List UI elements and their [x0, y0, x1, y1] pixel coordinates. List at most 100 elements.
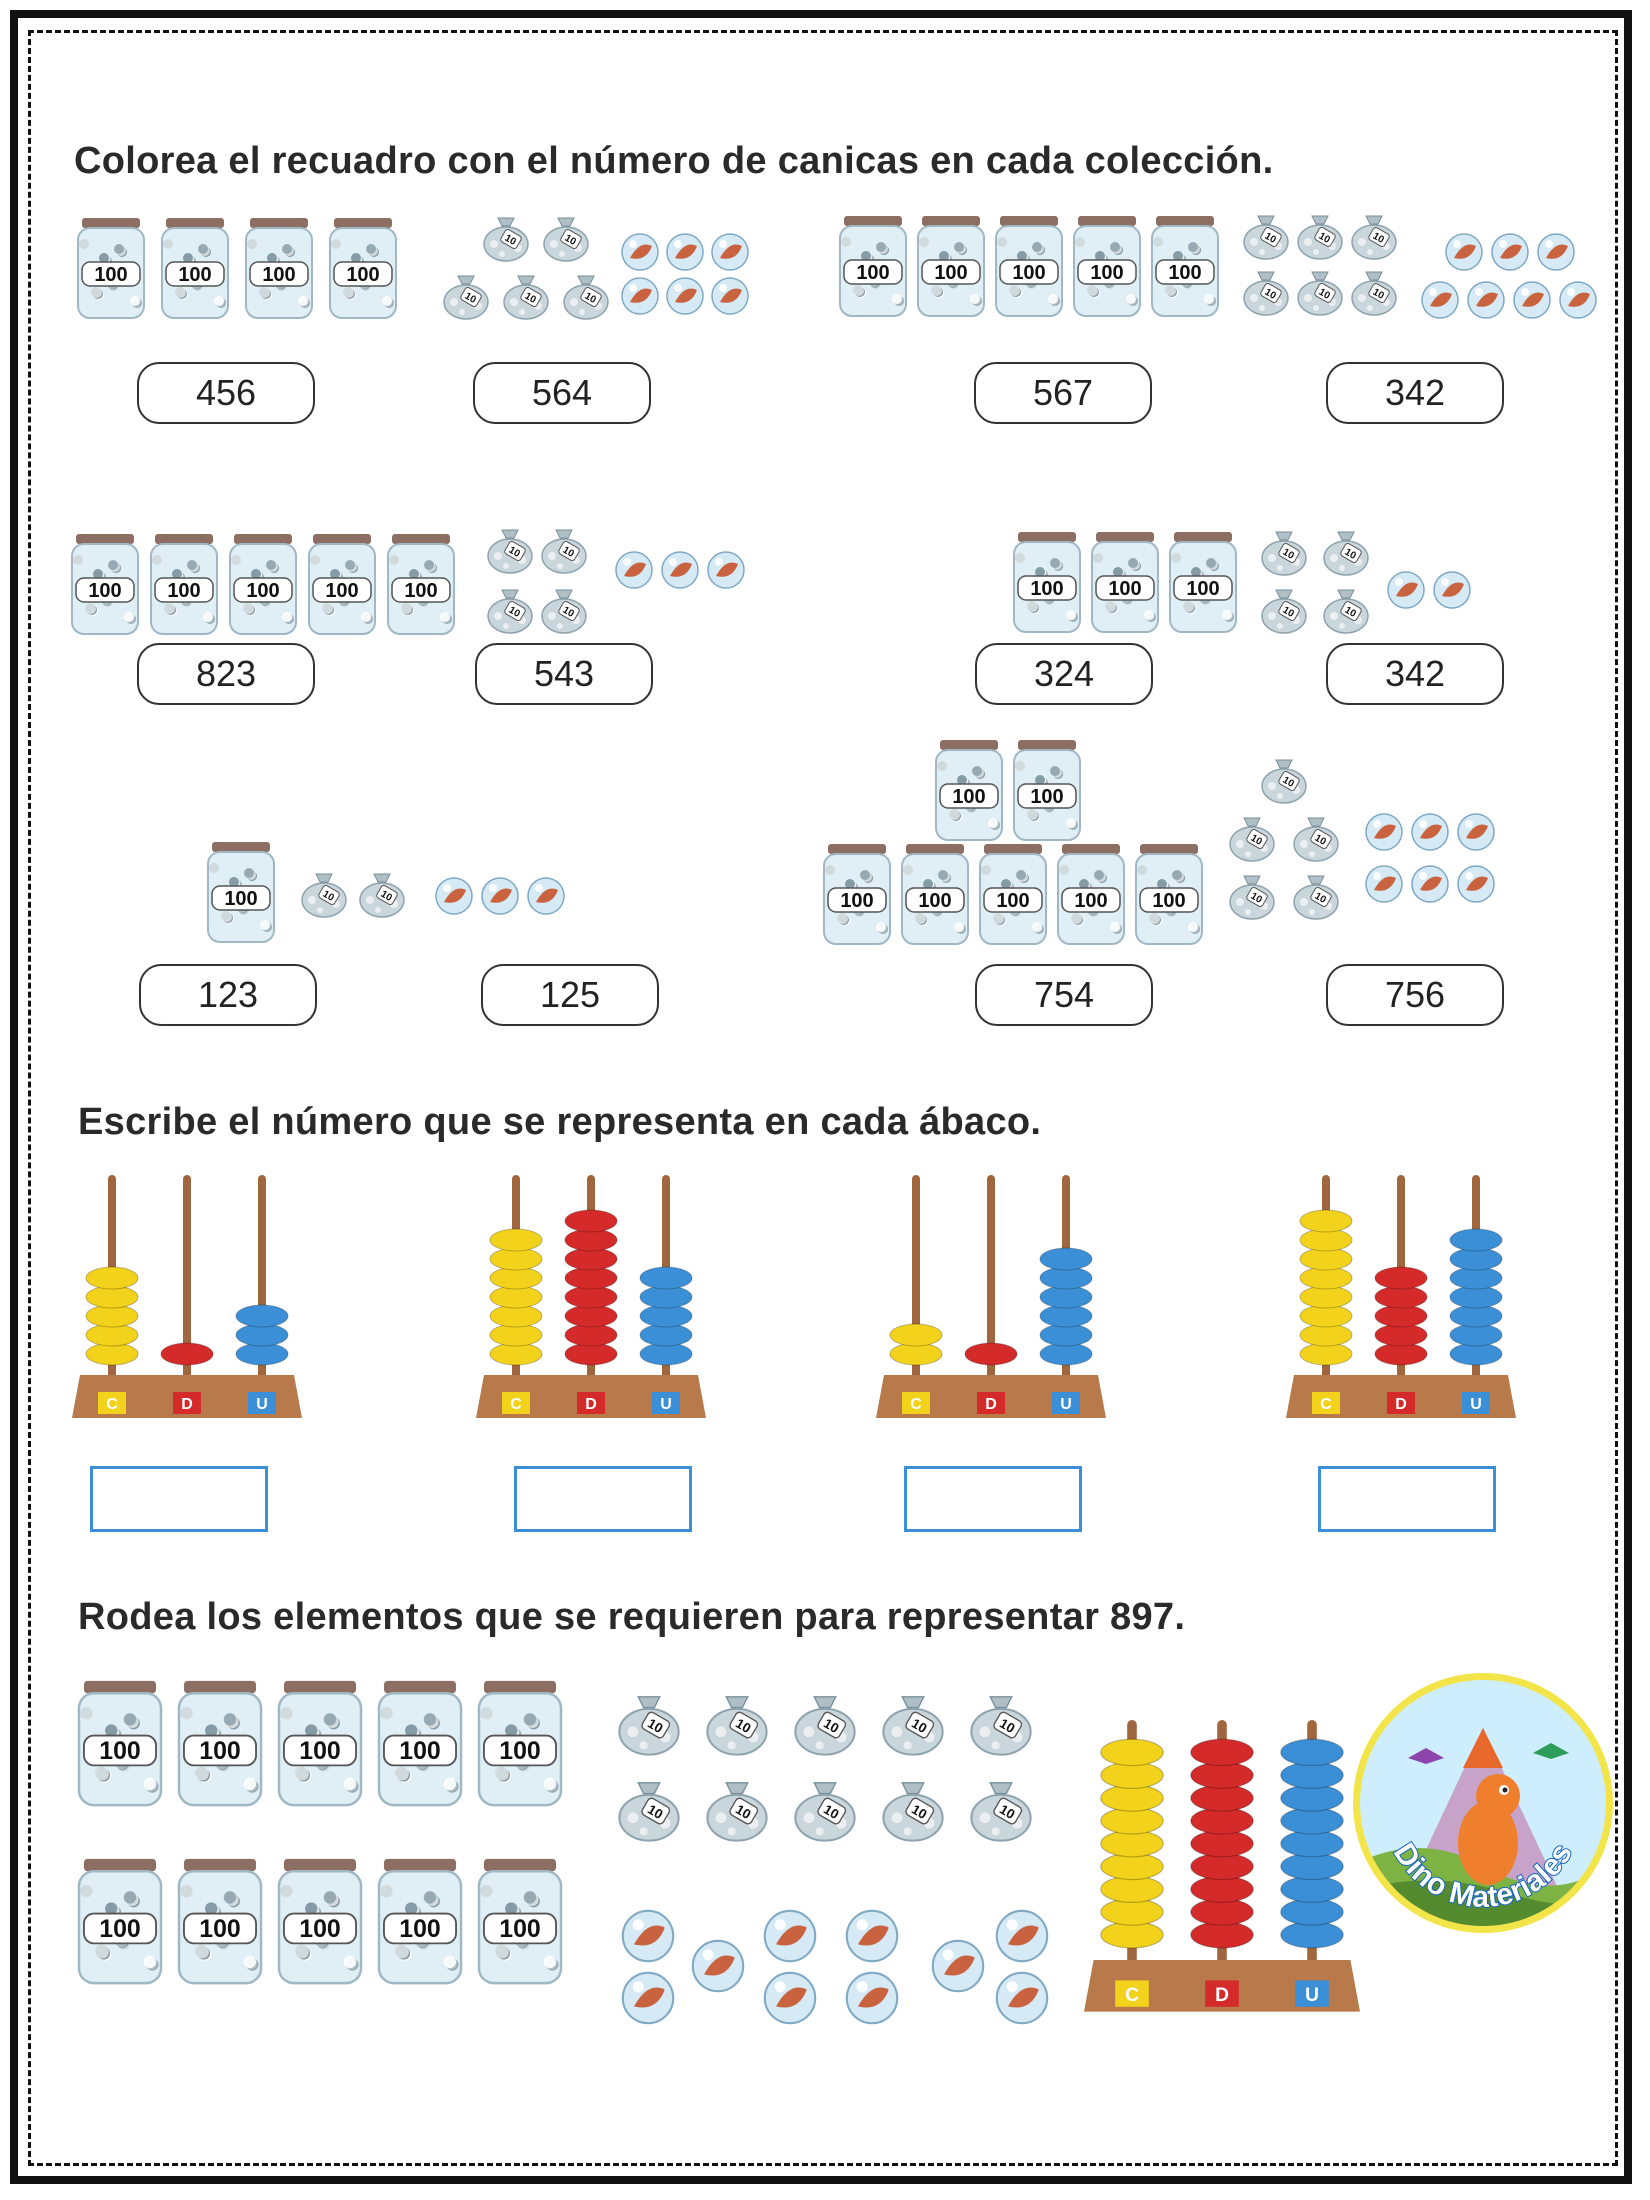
answer-box[interactable]	[904, 1466, 1082, 1532]
svg-text:C: C	[910, 1396, 922, 1413]
jar-100-icon: 100	[820, 842, 894, 946]
marble-icon	[844, 1970, 900, 2026]
svg-text:100: 100	[224, 888, 257, 910]
jar-100-icon: 100	[914, 214, 988, 318]
option-box[interactable]: 324	[975, 643, 1153, 705]
bag-10-icon: 10	[1320, 524, 1372, 576]
jar-100-icon: 100	[274, 1678, 366, 1808]
abacus: C D U	[476, 1170, 706, 1420]
marble-icon	[620, 232, 660, 272]
svg-text:100: 100	[952, 786, 985, 808]
answer-box[interactable]	[1318, 1466, 1496, 1532]
option-box[interactable]: 125	[481, 964, 659, 1026]
option-box[interactable]: 123	[139, 964, 317, 1026]
jar-100-icon: 100	[74, 1678, 166, 1808]
svg-text:10: 10	[561, 545, 577, 560]
jar-100-icon: 100	[1166, 530, 1240, 634]
svg-text:10: 10	[645, 1716, 665, 1736]
bag-10-icon: 10	[702, 1772, 772, 1842]
svg-text:100: 100	[1152, 890, 1185, 912]
svg-text:10: 10	[1281, 605, 1297, 620]
answer-box[interactable]	[514, 1466, 692, 1532]
jar-100-icon: 100	[384, 532, 458, 636]
jar-100-icon: 100	[1054, 842, 1128, 946]
bag-10-icon: 10	[500, 268, 552, 320]
option-box[interactable]: 754	[975, 964, 1153, 1026]
svg-text:10: 10	[909, 1716, 929, 1736]
option-box[interactable]: 456	[137, 362, 315, 424]
bag-10-icon: 10	[298, 866, 350, 918]
bag-10-icon: 10	[790, 1772, 860, 1842]
svg-text:C: C	[510, 1396, 522, 1413]
marble-icon	[1410, 812, 1450, 852]
marble-icon	[1364, 864, 1404, 904]
jar-100-icon: 100	[474, 1678, 566, 1808]
abacus: C D U	[72, 1170, 302, 1420]
svg-text:100: 100	[1030, 578, 1063, 600]
svg-text:C: C	[1320, 1396, 1332, 1413]
bag-10-icon: 10	[484, 582, 536, 634]
svg-text:100: 100	[199, 1915, 240, 1943]
svg-text:10: 10	[1371, 231, 1387, 246]
bag-10-icon: 10	[1290, 810, 1342, 862]
jar-100-icon: 100	[1010, 738, 1084, 842]
marble-icon	[1536, 232, 1576, 272]
bag-10-icon: 10	[1258, 752, 1310, 804]
svg-text:100: 100	[404, 580, 437, 602]
svg-text:C: C	[106, 1396, 118, 1413]
svg-text:10: 10	[1281, 547, 1297, 562]
option-box[interactable]: 756	[1326, 964, 1504, 1026]
bag-10-icon: 10	[480, 210, 532, 262]
svg-text:10: 10	[997, 1802, 1017, 1822]
svg-text:100: 100	[1186, 578, 1219, 600]
option-box[interactable]: 564	[473, 362, 651, 424]
bag-10-icon: 10	[440, 268, 492, 320]
option-box[interactable]: 342	[1326, 362, 1504, 424]
marble-icon	[930, 1938, 986, 1994]
jar-100-icon: 100	[374, 1856, 466, 1986]
option-box[interactable]: 342	[1326, 643, 1504, 705]
svg-text:10: 10	[821, 1716, 841, 1736]
marble-icon	[1364, 812, 1404, 852]
svg-text:100: 100	[1012, 262, 1045, 284]
option-box[interactable]: 823	[137, 643, 315, 705]
svg-text:10: 10	[563, 233, 579, 248]
svg-text:10: 10	[1343, 605, 1359, 620]
marble-icon	[1490, 232, 1530, 272]
svg-text:10: 10	[507, 545, 523, 560]
marble-icon	[710, 232, 750, 272]
jar-100-icon: 100	[976, 842, 1050, 946]
svg-text:D: D	[1215, 1985, 1229, 2006]
bag-10-icon: 10	[1320, 582, 1372, 634]
svg-text:10: 10	[1313, 891, 1329, 906]
marble-icon	[706, 550, 746, 590]
svg-text:10: 10	[583, 291, 599, 306]
svg-text:100: 100	[1074, 890, 1107, 912]
bag-10-icon: 10	[790, 1686, 860, 1756]
bag-10-icon: 10	[966, 1686, 1036, 1756]
option-box[interactable]: 543	[475, 643, 653, 705]
svg-text:100: 100	[934, 262, 967, 284]
jar-100-icon: 100	[932, 738, 1006, 842]
bag-10-icon: 10	[1240, 208, 1292, 260]
jar-100-icon: 100	[274, 1856, 366, 1986]
bag-10-icon: 10	[1226, 868, 1278, 920]
jar-100-icon: 100	[242, 216, 316, 320]
jar-100-icon: 100	[898, 842, 972, 946]
option-box[interactable]: 567	[974, 362, 1152, 424]
page-frame-outer	[10, 10, 1632, 2184]
bag-10-icon: 10	[878, 1686, 948, 1756]
marble-icon	[434, 876, 474, 916]
svg-text:U: U	[1060, 1396, 1072, 1413]
marble-icon	[994, 1908, 1050, 1964]
jar-100-icon: 100	[74, 216, 148, 320]
marble-icon	[614, 550, 654, 590]
marble-icon	[1558, 280, 1598, 320]
bag-10-icon: 10	[560, 268, 612, 320]
answer-box[interactable]	[90, 1466, 268, 1532]
bag-10-icon: 10	[538, 582, 590, 634]
svg-text:10: 10	[1249, 891, 1265, 906]
jar-100-icon: 100	[1148, 214, 1222, 318]
marble-icon	[690, 1938, 746, 1994]
svg-text:100: 100	[399, 1737, 440, 1765]
